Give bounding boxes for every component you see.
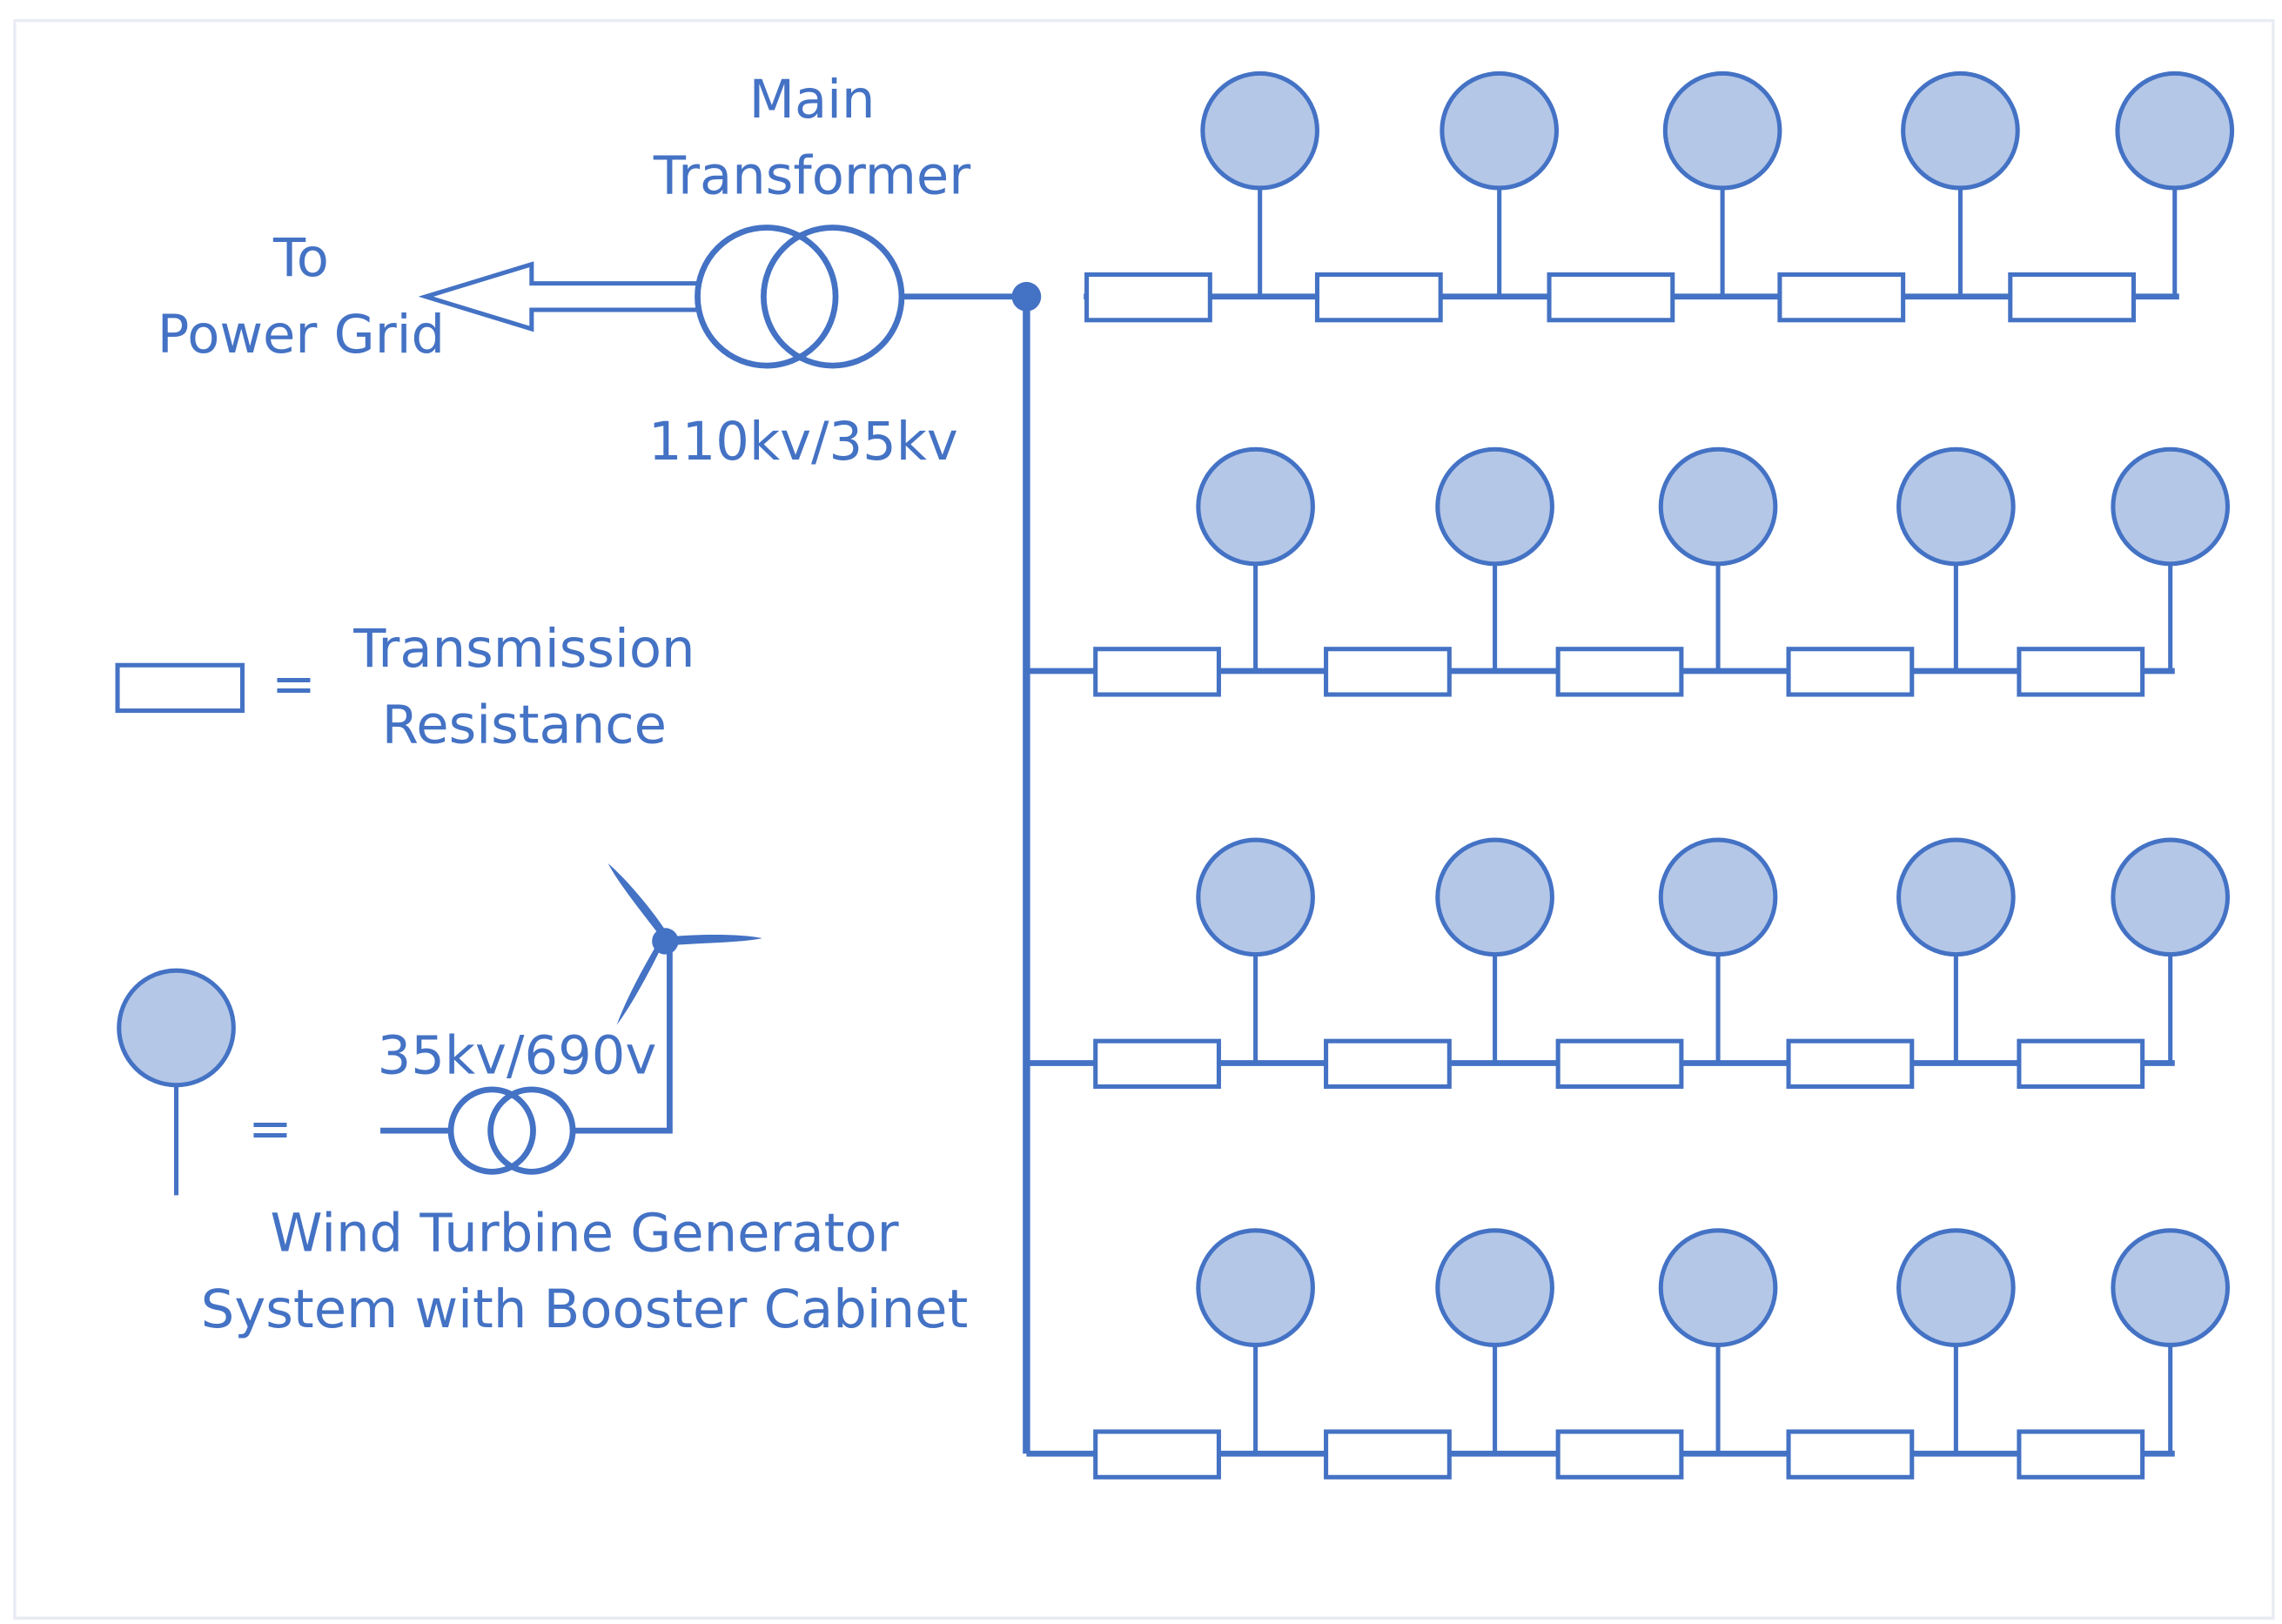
feeders — [1026, 70, 2235, 1480]
legend-turbine-symbol — [117, 968, 236, 1196]
feeder-2-resistor-3 — [1555, 647, 1684, 697]
feeder-2-turbine-4 — [1896, 446, 2016, 567]
feeder-1-resistor-2 — [1314, 272, 1443, 323]
feeder-3-turbine-4 — [1896, 837, 2016, 957]
feeder-4-turbine-4 — [1896, 1228, 2016, 1347]
feeder-3-turbine-2 — [1435, 837, 1554, 957]
feeder-1-turbine-3 — [1662, 70, 1782, 191]
feeder-1-resistor-5 — [2008, 272, 2137, 323]
feeder-4-resistor-3 — [1555, 1429, 1684, 1480]
to-power-grid-label-line1: To — [272, 228, 329, 289]
feeder-4-turbine-1 — [1196, 1228, 1315, 1347]
legend-turbine-equals: = — [248, 1099, 292, 1160]
legend-resistor-symbol — [115, 662, 245, 714]
feeder-1-turbine-2 — [1440, 70, 1559, 191]
feeder-4-turbine-3 — [1658, 1228, 1778, 1347]
legend-resistor-label-line2: Resistance — [382, 695, 667, 756]
feeder-4-turbine-5 — [2111, 1228, 2231, 1347]
feeder-1-turbine-4 — [1901, 70, 2020, 191]
feeder-3-turbine-5 — [2111, 837, 2231, 957]
to-power-grid-label-line2: Power Grid — [158, 305, 445, 366]
booster-transformer-ratio: 35kv/690v — [378, 1025, 657, 1086]
legend-turbine-label-line1: Wind Turbine Generator — [271, 1203, 899, 1264]
feeder-2-resistor-2 — [1324, 647, 1452, 697]
feeder-3-turbine-1 — [1196, 837, 1315, 957]
legend-resistor-label-line1: Transmission — [352, 619, 695, 680]
feeder-2-turbine-2 — [1435, 446, 1554, 567]
feeder-4-resistor-2 — [1324, 1429, 1452, 1480]
feeder-1-turbine-5 — [2115, 70, 2235, 191]
main-transformer-symbol — [695, 225, 905, 369]
booster-transformer-symbol — [380, 943, 673, 1175]
power-grid-arrow — [418, 261, 698, 332]
main-transformer-label-line1: Main — [749, 70, 876, 131]
wind-turbine-icon — [607, 863, 762, 1025]
feeder-4-resistor-4 — [1786, 1429, 1915, 1480]
feeder-2-turbine-3 — [1658, 446, 1778, 567]
feeder-1-resistor-1 — [1084, 272, 1212, 323]
legend-turbine-label-line2: System with Booster Cabinet — [201, 1279, 969, 1340]
feeder-3-turbine-3 — [1658, 837, 1778, 957]
feeder-3-resistor-3 — [1555, 1038, 1684, 1090]
diagram-border — [13, 18, 2275, 1620]
feeder-4-resistor-1 — [1093, 1429, 1221, 1480]
legend-resistor-equals: = — [272, 654, 316, 715]
feeder-2-turbine-5 — [2111, 446, 2231, 567]
feeder-3-resistor-1 — [1093, 1038, 1221, 1090]
feeder-3-resistor-4 — [1786, 1038, 1915, 1090]
feeder-1-resistor-3 — [1547, 272, 1675, 323]
feeder-3-resistor-5 — [2017, 1038, 2145, 1090]
feeder-1-resistor-4 — [1777, 272, 1906, 323]
feeder-1-turbine-1 — [1200, 70, 1319, 191]
feeder-3-resistor-2 — [1324, 1038, 1452, 1090]
feeder-4-turbine-2 — [1435, 1228, 1554, 1347]
feeder-4-resistor-5 — [2017, 1429, 2145, 1480]
feeder-2-turbine-1 — [1196, 446, 1315, 567]
feeder-2-resistor-5 — [2017, 647, 2145, 697]
feeder-2-resistor-1 — [1093, 647, 1221, 697]
main-transformer-label-line2: Transformer — [653, 146, 970, 207]
main-transformer-ratio: 110kv/35kv — [648, 412, 958, 473]
feeder-2-resistor-4 — [1786, 647, 1915, 697]
